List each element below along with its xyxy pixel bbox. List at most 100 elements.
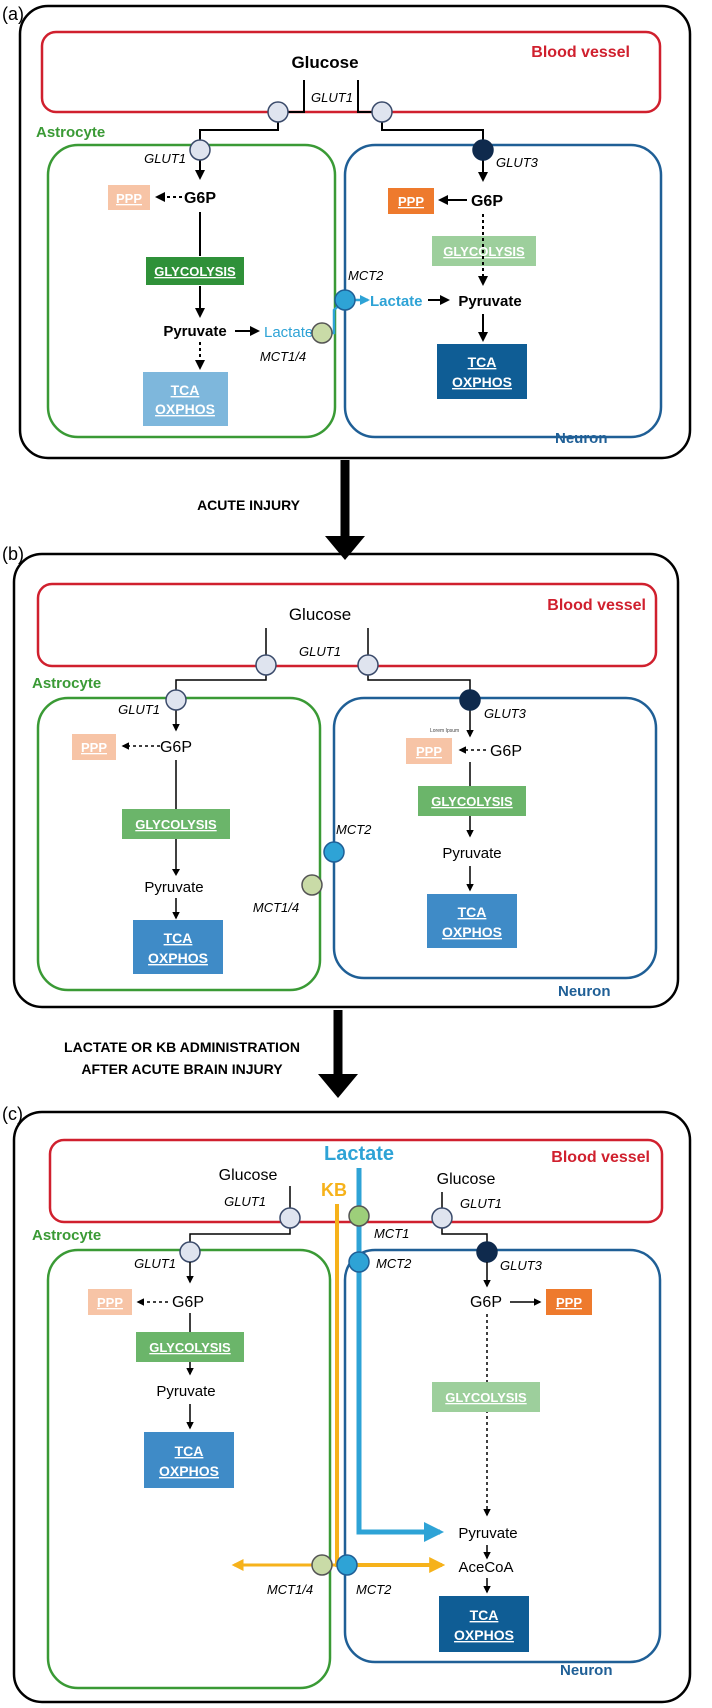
panel-a-frame [18,4,692,460]
glycolysis-neuron-label: GLYCOLYSIS [431,794,513,809]
glycolysis-astro-label: GLYCOLYSIS [135,817,217,832]
panel-c: (c) Blood vessel Astrocyte Neuron Lactat… [2,1104,692,1704]
glut3-transporter [472,139,494,161]
ppp-box-astro [88,1289,132,1315]
glycolysis-astro-label: GLYCOLYSIS [149,1340,231,1355]
lactate-input-label: Lactate [324,1143,394,1165]
mct2-transporter [334,289,356,311]
kb-input-label: KB [321,1180,347,1200]
transition-acute-injury: ACUTE INJURY [197,460,365,560]
astrocyte-label: Astrocyte [32,1227,101,1244]
g6p-astro-label: G6P [172,1294,204,1311]
ppp-neuron-label: PPP [398,194,424,209]
ppp-neuron-label: PPP [416,744,442,759]
ppp-astro-label: PPP [97,1295,123,1310]
pyruvate-neuron-label: Pyruvate [442,845,501,862]
panel-b-frame [12,552,680,1009]
ppp-box-neuron [406,738,452,764]
pyruvate-neuron-label: Pyruvate [458,293,521,310]
mct2-transporter-top [348,1251,370,1273]
admin-line1: LACTATE OR KB ADMINISTRATION [64,1039,300,1055]
glut1-transporter-astro [189,139,211,161]
ppp-astro-label: PPP [81,740,107,755]
oxphos-neuron-label: OXPHOS [442,924,502,940]
lactate-path [356,1168,432,1535]
glut3-label: GLUT3 [500,1258,543,1273]
panel-c-letter: (c) [2,1104,23,1124]
glut1-left-label: GLUT1 [224,1194,266,1209]
g6p-neuron-label: G6P [470,1294,502,1311]
acecoa-label: AceCoA [458,1559,513,1576]
glucose-label: Glucose [291,53,358,72]
glycolysis-box-astro [122,809,230,839]
mct1-label: MCT1 [374,1226,409,1241]
glycolysis-box-neuron [432,1382,540,1412]
glut1-transporter-right [371,101,393,123]
mct2-bottom-label: MCT2 [356,1582,392,1597]
tca-box-astro [143,372,228,426]
glucose-label: Glucose [289,605,351,624]
glucose-path-neuron [367,628,471,700]
glut1-astro-label: GLUT1 [118,702,160,717]
blood-vessel-label: Blood vessel [547,597,646,614]
tca-neuron-label: TCA [458,904,487,920]
ppp-box-astro [108,185,150,210]
blood-vessel [40,30,662,114]
mct14-transporter [311,1554,333,1576]
oxphos-astro-label: OXPHOS [148,950,208,966]
panel-a-letter: (a) [2,4,24,24]
mct2-transporter [323,841,345,863]
ppp-astro-label: PPP [116,191,142,206]
oxphos-neuron-label: OXPHOS [452,374,512,390]
oxphos-astro-label: OXPHOS [159,1463,219,1479]
blood-vessel [36,582,658,668]
glycolysis-astro-label: GLYCOLYSIS [154,264,236,279]
tca-box-neuron [439,1596,529,1652]
glut1-astro-label: GLUT1 [144,151,186,166]
panel-b-letter: (b) [2,544,24,564]
panel-a: (a) Blood vessel Glucose Astrocyte Neuro… [2,4,692,460]
tca-box-neuron [427,894,517,948]
astrocyte-label: Astrocyte [32,675,101,692]
mct14-transporter [301,874,323,896]
glucose-left-label: Glucose [219,1167,278,1184]
glut1-transporter-astro [179,1241,201,1263]
neuron-cell [343,1248,662,1664]
glut3-transporter [476,1241,498,1263]
pyruvate-astro-label: Pyruvate [144,879,203,896]
transition-administration: LACTATE OR KB ADMINISTRATION AFTER ACUTE… [64,1010,358,1098]
glut3-label: GLUT3 [484,706,527,721]
mct2-top-label: MCT2 [376,1256,412,1271]
tca-neuron-label: TCA [470,1607,499,1623]
glut3-label: GLUT3 [496,155,539,170]
g6p-astro-label: G6P [184,190,216,207]
admin-line2: AFTER ACUTE BRAIN INJURY [81,1061,283,1077]
mct14-label: MCT1/4 [260,349,306,364]
oxphos-astro-label: OXPHOS [155,401,215,417]
mct14-label: MCT1/4 [253,900,299,915]
pyruvate-neuron-label: Pyruvate [458,1525,517,1542]
tca-astro-label: TCA [164,930,193,946]
g6p-neuron-label: G6P [471,193,503,210]
glucose-right-label: Glucose [437,1171,496,1188]
g6p-astro-label: G6P [160,739,192,756]
blood-vessel-label: Blood vessel [531,44,630,61]
oxphos-neuron-label: OXPHOS [454,1627,514,1643]
mct2-label: MCT2 [348,268,384,283]
arrow-head-pyruvate-astro [172,869,180,876]
ppp-box-astro [72,734,116,760]
placeholder-label: Lorem Ipsum [430,728,459,734]
neuron-label: Neuron [555,430,608,447]
lactate-neuron-label: Lactate [370,293,423,310]
glycolysis-box-astro [136,1332,244,1362]
glut1-transporter-astro [165,689,187,711]
mct14-transporter [311,322,333,344]
acute-injury-label: ACUTE INJURY [197,497,301,513]
panel-c-frame [12,1110,692,1704]
ppp-box-neuron [546,1289,592,1315]
g6p-neuron-label: G6P [490,743,522,760]
glut1-vessel-label: GLUT1 [311,90,353,105]
mct2-label: MCT2 [336,822,372,837]
neuron-cell [332,696,658,980]
